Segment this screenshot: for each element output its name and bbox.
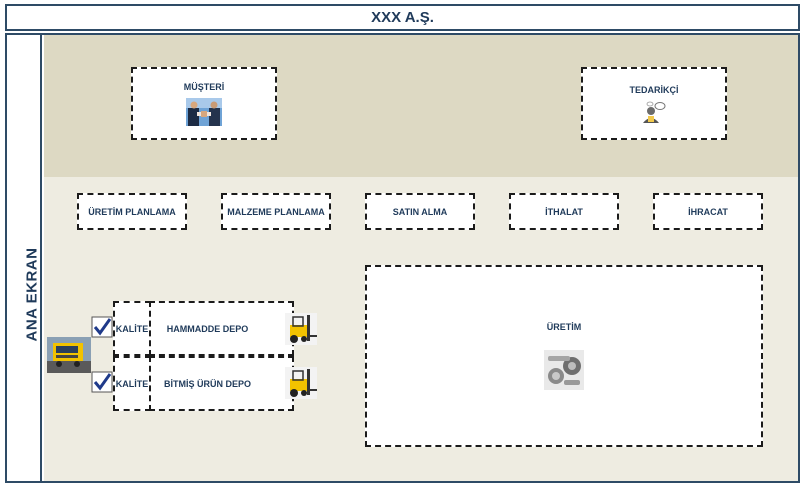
- module-button-export[interactable]: İHRACAT: [653, 193, 763, 230]
- quality-button-raw-material[interactable]: KALİTE: [113, 301, 151, 356]
- checkmark-icon[interactable]: [91, 371, 113, 393]
- engine-parts-icon: [544, 350, 584, 390]
- warehouse-button-raw-material[interactable]: HAMMADDE DEPO: [149, 301, 294, 356]
- page-title: XXX A.Ş.: [5, 4, 800, 31]
- supplier-label: TEDARİKÇİ: [629, 84, 679, 95]
- warehouse-button-finished-goods[interactable]: BİTMİŞ ÜRÜN DEPO: [149, 356, 294, 411]
- forklift-icon: [285, 313, 317, 345]
- module-button-import[interactable]: İTHALAT: [509, 193, 619, 230]
- forklift-icon: [285, 367, 317, 399]
- module-label: SATIN ALMA: [392, 206, 448, 217]
- customer-label: MÜŞTERİ: [183, 81, 225, 92]
- truck-icon[interactable]: [47, 337, 91, 373]
- quality-label: KALİTE: [115, 378, 149, 389]
- warehouse-label: BİTMİŞ ÜRÜN DEPO: [163, 378, 251, 389]
- warehouse-label: HAMMADDE DEPO: [166, 323, 249, 334]
- module-button-production-planning[interactable]: ÜRETİM PLANLAMA: [77, 193, 187, 230]
- module-label: ÜRETİM PLANLAMA: [88, 206, 176, 217]
- module-label: MALZEME PLANLAMA: [227, 206, 325, 217]
- page-title-text: XXX A.Ş.: [371, 9, 434, 26]
- side-bar: ANA EKRAN: [7, 35, 42, 481]
- side-label: ANA EKRAN: [23, 247, 41, 342]
- handshake-icon: [186, 97, 222, 126]
- production-button[interactable]: ÜRETİM: [365, 265, 763, 447]
- module-label: İHRACAT: [688, 206, 728, 217]
- person-chat-icon: [641, 101, 667, 123]
- production-label: ÜRETİM: [546, 322, 582, 332]
- customer-button[interactable]: MÜŞTERİ: [131, 67, 277, 140]
- quality-label: KALİTE: [115, 323, 149, 334]
- module-button-material-planning[interactable]: MALZEME PLANLAMA: [221, 193, 331, 230]
- checkmark-icon[interactable]: [91, 316, 113, 338]
- module-button-purchasing[interactable]: SATIN ALMA: [365, 193, 475, 230]
- quality-button-finished-goods[interactable]: KALİTE: [113, 356, 151, 411]
- module-label: İTHALAT: [545, 206, 583, 217]
- supplier-button[interactable]: TEDARİKÇİ: [581, 67, 727, 140]
